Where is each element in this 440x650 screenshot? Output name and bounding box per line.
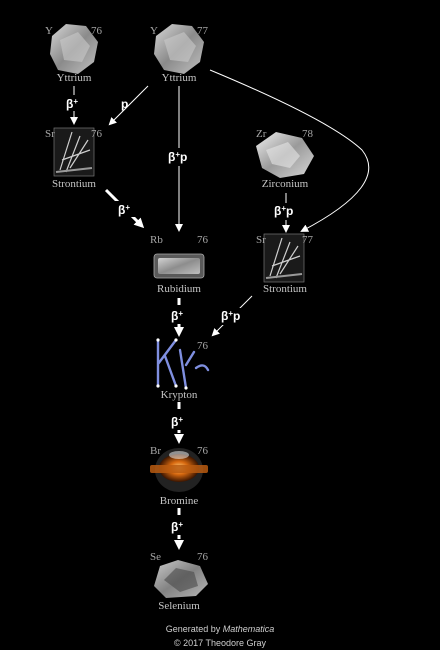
node-symbol: Se	[150, 551, 161, 563]
node-rb76: Rb 76 Rubidium	[150, 234, 209, 295]
node-name: Yttrium	[57, 72, 92, 84]
edge-label-sr76-rb76: β+	[118, 203, 130, 217]
edge-label-y77-rb76: β+p	[168, 150, 187, 164]
node-mass: 77	[302, 234, 314, 246]
node-br76: Br 76 Bromine	[150, 445, 209, 507]
selenium-chunk-image	[154, 560, 208, 598]
edge-label-sr77-kr76: β+p	[221, 309, 240, 323]
edge-label-zr78-sr77: β+p	[274, 204, 293, 218]
edge-label-y76-sr76: β+	[66, 97, 78, 111]
node-sr76: Sr 76 Strontium	[45, 127, 103, 190]
node-symbol: Zr	[256, 128, 267, 140]
footer-copyright: © 2017 Theodore Gray	[173, 638, 267, 648]
edge-label-br76-se76: β+	[171, 520, 183, 534]
edge-y77-sr77	[209, 69, 370, 232]
node-symbol: Y	[150, 25, 158, 37]
yttrium-crystal-image	[154, 24, 204, 74]
footer-generated-tool: Mathematica	[222, 624, 275, 634]
edge-label-y77-sr76: p	[121, 97, 128, 111]
edge-y77-sr76	[108, 85, 149, 126]
rubidium-ampoule-image	[153, 253, 205, 279]
node-symbol: Br	[150, 445, 161, 457]
node-symbol: Sr	[45, 128, 55, 140]
krypton-glow-letters-image	[156, 338, 210, 390]
node-symbol: Rb	[150, 234, 163, 246]
zirconium-crystal-image	[256, 132, 314, 178]
edge-label-kr76-br76: β+	[171, 415, 183, 429]
yttrium-crystal-image	[50, 24, 98, 74]
node-name: Rubidium	[157, 283, 201, 295]
node-name: Strontium	[52, 178, 96, 190]
node-y77: Y 77 Yttrium	[150, 24, 209, 84]
node-mass: 76	[91, 128, 103, 140]
node-mass: 76	[91, 25, 103, 37]
node-mass: 77	[197, 25, 209, 37]
strontium-ampoule-image	[263, 233, 305, 283]
node-mass: 76	[197, 234, 209, 246]
bromine-ampoule-image	[150, 448, 208, 492]
node-name: Strontium	[263, 283, 307, 295]
footer-generated: Generated by Mathematica	[0, 624, 440, 634]
node-name: Yttrium	[162, 72, 197, 84]
edge-label-rb76-kr76: β+	[171, 309, 183, 323]
node-se76: Se 76 Selenium	[150, 551, 209, 612]
node-name: Bromine	[160, 495, 199, 507]
node-symbol: Y	[45, 25, 53, 37]
strontium-ampoule-image	[53, 127, 95, 177]
footer-generated-prefix: Generated by	[165, 624, 221, 634]
node-mass: 78	[302, 128, 314, 140]
node-zr78: Zr 78 Zirconium	[256, 128, 314, 190]
node-mass: 76	[197, 445, 209, 457]
node-name: Krypton	[161, 389, 198, 401]
node-sr77: Sr 77 Strontium	[256, 233, 314, 295]
node-kr76: 76 Krypton	[156, 338, 210, 401]
node-name: Zirconium	[262, 178, 309, 190]
node-mass: 76	[197, 551, 209, 563]
node-symbol: Sr	[256, 234, 266, 246]
node-y76: Y 76 Yttrium	[45, 24, 103, 84]
edge-labels: β+ p β+p β+ β+p β+p β+ β+ β+	[63, 95, 300, 535]
node-name: Selenium	[158, 600, 200, 612]
node-mass: 76	[197, 340, 209, 352]
